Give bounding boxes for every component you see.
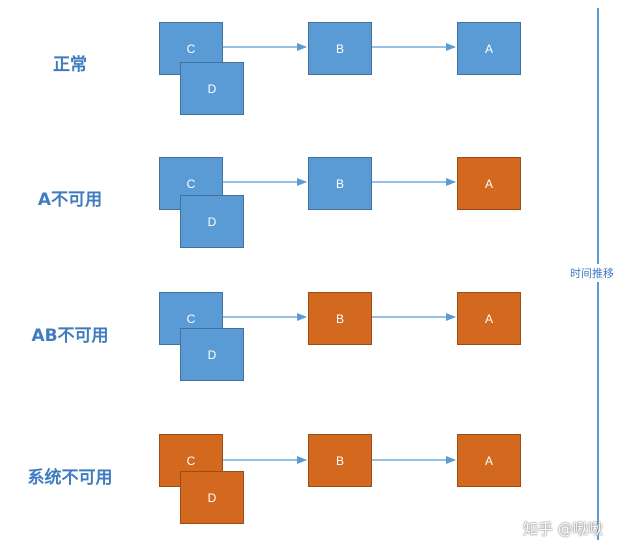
time-axis-label: 时间推移 — [568, 264, 616, 282]
row-label-a-unavailable: A不可用 — [37, 190, 103, 210]
node-d-row-1: D — [180, 62, 244, 115]
node-b-row-2: B — [308, 157, 372, 210]
node-a-row-3: A — [457, 292, 521, 345]
node-b-row-3: B — [308, 292, 372, 345]
node-a-row-4: A — [457, 434, 521, 487]
row-label-normal: 正常 — [53, 55, 87, 75]
row-label-ab-unavailable: AB不可用 — [31, 326, 109, 346]
watermark: 知乎 @啾啾 — [523, 520, 603, 538]
node-d-row-3: D — [180, 328, 244, 381]
node-a-row-1: A — [457, 22, 521, 75]
node-a-row-2: A — [457, 157, 521, 210]
node-b-row-4: B — [308, 434, 372, 487]
node-d-row-4: D — [180, 471, 244, 524]
node-d-row-2: D — [180, 195, 244, 248]
row-label-system-unavailable: 系统不可用 — [27, 468, 113, 488]
node-b-row-1: B — [308, 22, 372, 75]
